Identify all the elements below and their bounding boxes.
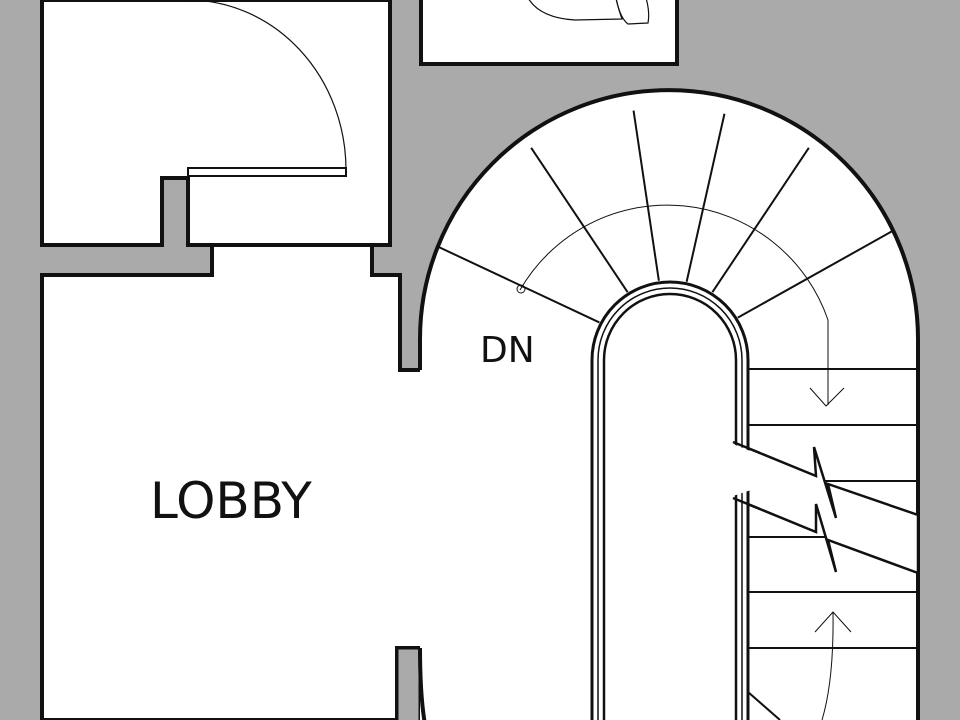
room-label-lobby: LOBBY (150, 472, 312, 530)
stair-tread (632, 110, 660, 281)
stair-tread (530, 147, 629, 293)
stair-tread (711, 147, 810, 293)
arrow-up-icon (814, 611, 852, 633)
walking-line (519, 204, 829, 405)
stair-tread (737, 230, 893, 319)
stair-direction-label: DN (480, 330, 535, 371)
door-swing (187, 0, 347, 177)
stair-tread (685, 113, 726, 282)
arrow-down-icon (809, 387, 845, 407)
break-line (731, 440, 920, 575)
upper-room (40, 0, 392, 247)
toilet-room (419, 0, 679, 66)
stair-tread (438, 246, 600, 324)
stair-well (590, 280, 750, 720)
